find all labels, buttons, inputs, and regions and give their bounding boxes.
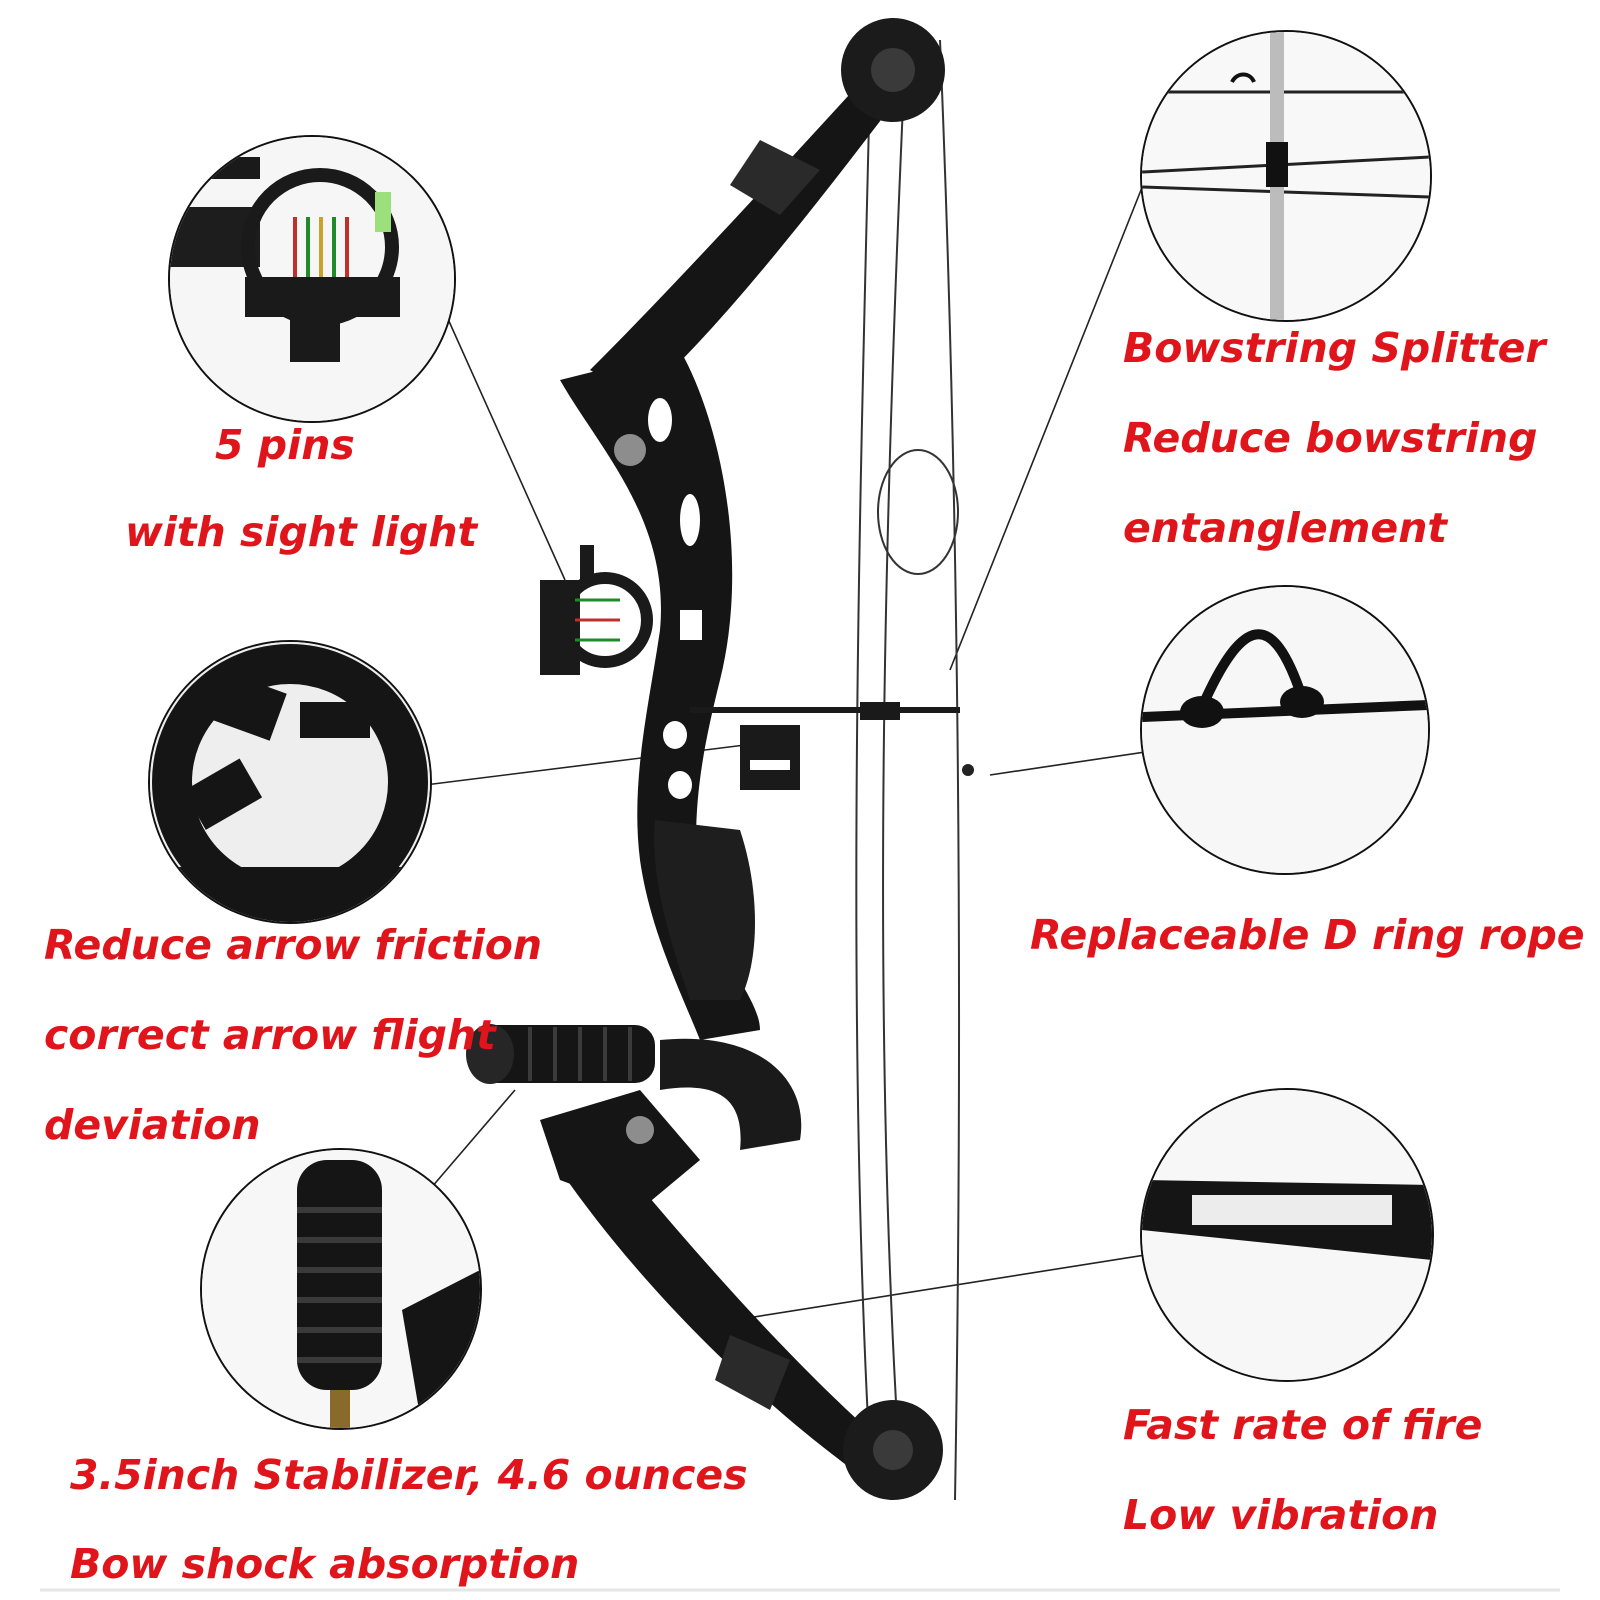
lower-limb (560, 1150, 880, 1475)
dring-label-line1: Replaceable D ring rope (1030, 911, 1585, 959)
mounted-sight (540, 545, 653, 675)
splitter-label-line1: Bowstring Splitter (1123, 324, 1546, 372)
d-loop-rope-icon (1142, 587, 1428, 873)
sight-label-line2: with sight light (125, 508, 478, 556)
sight-callout-circle (168, 135, 456, 423)
string-splitter-icon (1142, 32, 1430, 320)
bow-sight-icon (170, 137, 454, 421)
mounted-arrow-rest (740, 725, 800, 790)
stabilizer-label-line1: 3.5inch Stabilizer, 4.6 ounces (70, 1451, 748, 1499)
callout-connectors (424, 179, 1146, 1321)
limb-label-line2: Low vibration (1123, 1491, 1439, 1539)
dring-callout-circle (1140, 585, 1430, 875)
limb-callout-circle (1140, 1088, 1434, 1382)
rest-label-line1: Reduce arrow friction (44, 921, 543, 969)
limb-label-line1: Fast rate of fire (1123, 1401, 1483, 1449)
arrow-rest-icon (150, 642, 430, 922)
limb-icon (1142, 1090, 1432, 1380)
rest-label-line3: deviation (44, 1101, 261, 1149)
bow-strings (855, 39, 961, 1501)
splitter-label-line2: Reduce bowstring (1123, 414, 1538, 462)
grip (654, 820, 755, 1000)
mounted-stabilizer (466, 1024, 655, 1084)
splitter-label-line3: entanglement (1123, 504, 1447, 552)
rest-callout-circle (148, 640, 432, 924)
riser (560, 350, 760, 1040)
sight-label-line1: 5 pins (215, 421, 355, 469)
splitter-callout-circle (1140, 30, 1432, 322)
stabilizer-callout-circle (200, 1148, 482, 1430)
rest-label-line2: correct arrow flight (44, 1011, 496, 1059)
upper-limb (590, 70, 900, 400)
stabilizer-icon (202, 1150, 480, 1428)
stabilizer-label-line2: Bow shock absorption (70, 1540, 580, 1588)
riser-cutouts (648, 398, 702, 799)
